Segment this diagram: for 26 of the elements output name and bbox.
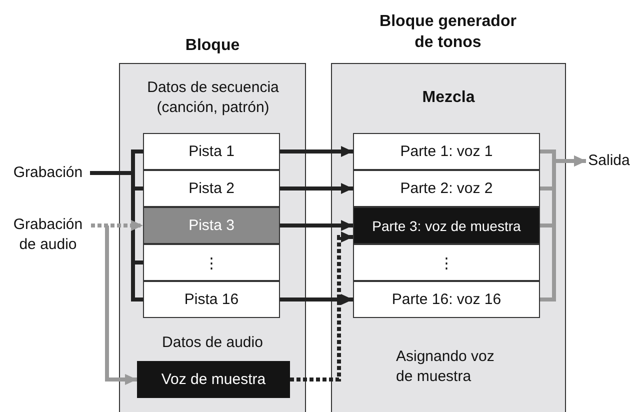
- output-label: Salida: [588, 151, 630, 170]
- arrow: [280, 146, 353, 157]
- track-row: Pista 1: [143, 133, 280, 170]
- track-row: Pista 2: [143, 170, 280, 207]
- part-row: Parte 2: voz 2: [353, 170, 540, 207]
- section-heading: Datos de audio: [161, 333, 264, 352]
- part-row: Parte 1: voz 1: [353, 133, 540, 170]
- part-row: Parte 16: voz 16: [353, 281, 540, 318]
- arrow: [290, 232, 353, 382]
- ellipsis-row: ⋮: [353, 244, 540, 281]
- track-row: Pista 16: [143, 281, 280, 318]
- section-heading: Mezcla: [421, 88, 476, 108]
- arrow: [280, 294, 353, 305]
- sample-voice-box: Voz de muestra: [137, 361, 290, 398]
- arrow: [280, 220, 353, 231]
- block-title: Bloque generador de tonos: [378, 12, 518, 53]
- track-row: Pista 3: [143, 207, 280, 244]
- arrow: [280, 183, 353, 194]
- input-label: Grabación: [8, 163, 88, 182]
- arrow: [105, 226, 137, 385]
- input-label: Grabación de audio: [8, 215, 88, 254]
- part-row: Parte 3: voz de muestra: [353, 207, 540, 244]
- block-title: Bloque: [184, 36, 241, 56]
- ellipsis-row: ⋮: [143, 244, 280, 281]
- section-heading: Datos de secuencia (canción, patrón): [146, 78, 280, 117]
- arrow: [91, 220, 143, 231]
